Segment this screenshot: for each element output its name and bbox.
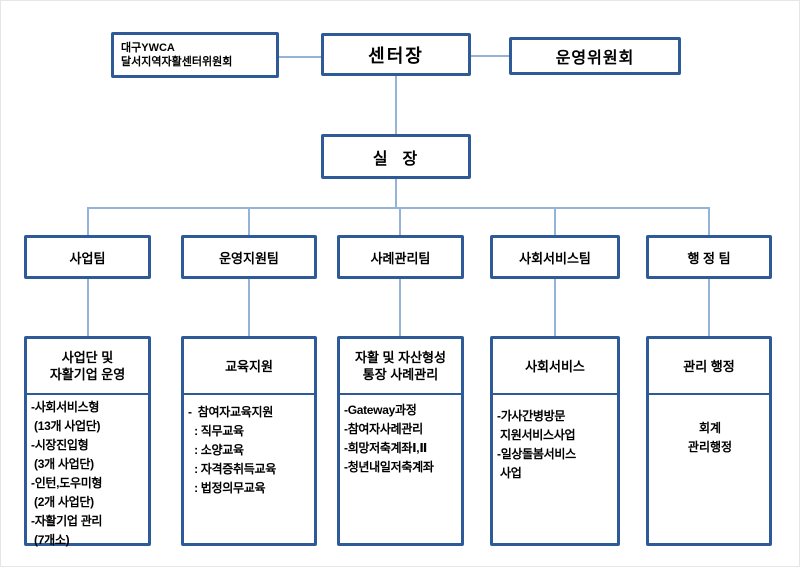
- team-label: 사회서비스팀: [519, 250, 591, 266]
- detail-header: 교육지원: [184, 339, 314, 395]
- detail-header: 사업단 및 자활기업 운영: [27, 339, 148, 395]
- detail-items: 회계 관리행정: [687, 421, 733, 454]
- connector-drop-team-3: [399, 208, 401, 235]
- connector-director-manager: [395, 76, 397, 134]
- detail-box-case-management: 자활 및 자산형성 통장 사례관리 -Gateway과정 -참여자사례관리 -희…: [337, 336, 464, 546]
- detail-box-business: 사업단 및 자활기업 운영 -사회서비스형 (13개 사업단) -시장진입형 (…: [24, 336, 151, 547]
- connector-director-steering: [471, 55, 509, 57]
- team-box-admin: 행 정 팀: [646, 235, 772, 279]
- detail-items: -Gateway과정 -참여자사례관리 -희망저축계좌Ⅰ,Ⅱ -청년내일저축계좌: [344, 403, 434, 474]
- team-box-operations-support: 운영지원팀: [181, 235, 317, 279]
- director-label: 센터장: [368, 45, 424, 66]
- detail-header: 사회서비스: [493, 339, 617, 395]
- office-head-label: 실 장: [372, 150, 420, 168]
- office-head-box: 실 장: [321, 134, 471, 179]
- connector-team-detail-4: [554, 279, 556, 336]
- steering-committee-box: 운영위원회: [509, 37, 681, 75]
- connector-manager-trunk: [395, 179, 397, 208]
- committee-box: 대구YWCA 달서지역자활센터위원회: [111, 32, 279, 78]
- team-box-business: 사업팀: [24, 235, 151, 279]
- detail-box-social-service: 사회서비스 -가사간병방문 지원서비스사업 -일상돌봄서비스 사업: [490, 336, 620, 546]
- connector-trunk-horizontal: [87, 207, 710, 209]
- team-box-social-service: 사회서비스팀: [490, 235, 620, 279]
- detail-header: 자활 및 자산형성 통장 사례관리: [340, 339, 461, 395]
- committee-label: 대구YWCA 달서지역자활센터위원회: [121, 42, 233, 68]
- connector-drop-team-4: [554, 208, 556, 235]
- connector-drop-team-1: [87, 208, 89, 235]
- team-label: 운영지원팀: [219, 250, 279, 266]
- team-label: 사업팀: [69, 250, 106, 266]
- connector-drop-team-5: [708, 208, 710, 235]
- connector-team-detail-5: [708, 279, 710, 336]
- director-box: 센터장: [321, 33, 471, 76]
- connector-drop-team-2: [248, 208, 250, 235]
- connector-team-detail-1: [87, 279, 89, 336]
- connector-team-detail-3: [399, 279, 401, 336]
- connector-committee-director: [279, 56, 321, 58]
- team-label: 행 정 팀: [687, 250, 731, 266]
- steering-committee-label: 운영위원회: [555, 50, 635, 67]
- detail-header: 관리 행정: [649, 339, 769, 395]
- detail-items: -가사간병방문 지원서비스사업 -일상돌봄서비스 사업: [497, 409, 576, 480]
- detail-box-admin: 관리 행정 회계 관리행정: [646, 336, 772, 546]
- team-label: 사례관리팀: [370, 250, 431, 266]
- detail-items: -사회서비스형 (13개 사업단) -시장진입형 (3개 사업단) -인턴,도우…: [31, 400, 103, 547]
- connector-team-detail-2: [248, 279, 250, 336]
- detail-items: - 참여자교육지원 : 직무교육 : 소양교육 : 자격증취득교육 : 법정의무…: [188, 405, 276, 495]
- team-box-case-management: 사례관리팀: [337, 235, 464, 279]
- detail-box-operations-support: 교육지원 - 참여자교육지원 : 직무교육 : 소양교육 : 자격증취득교육 :…: [181, 336, 317, 546]
